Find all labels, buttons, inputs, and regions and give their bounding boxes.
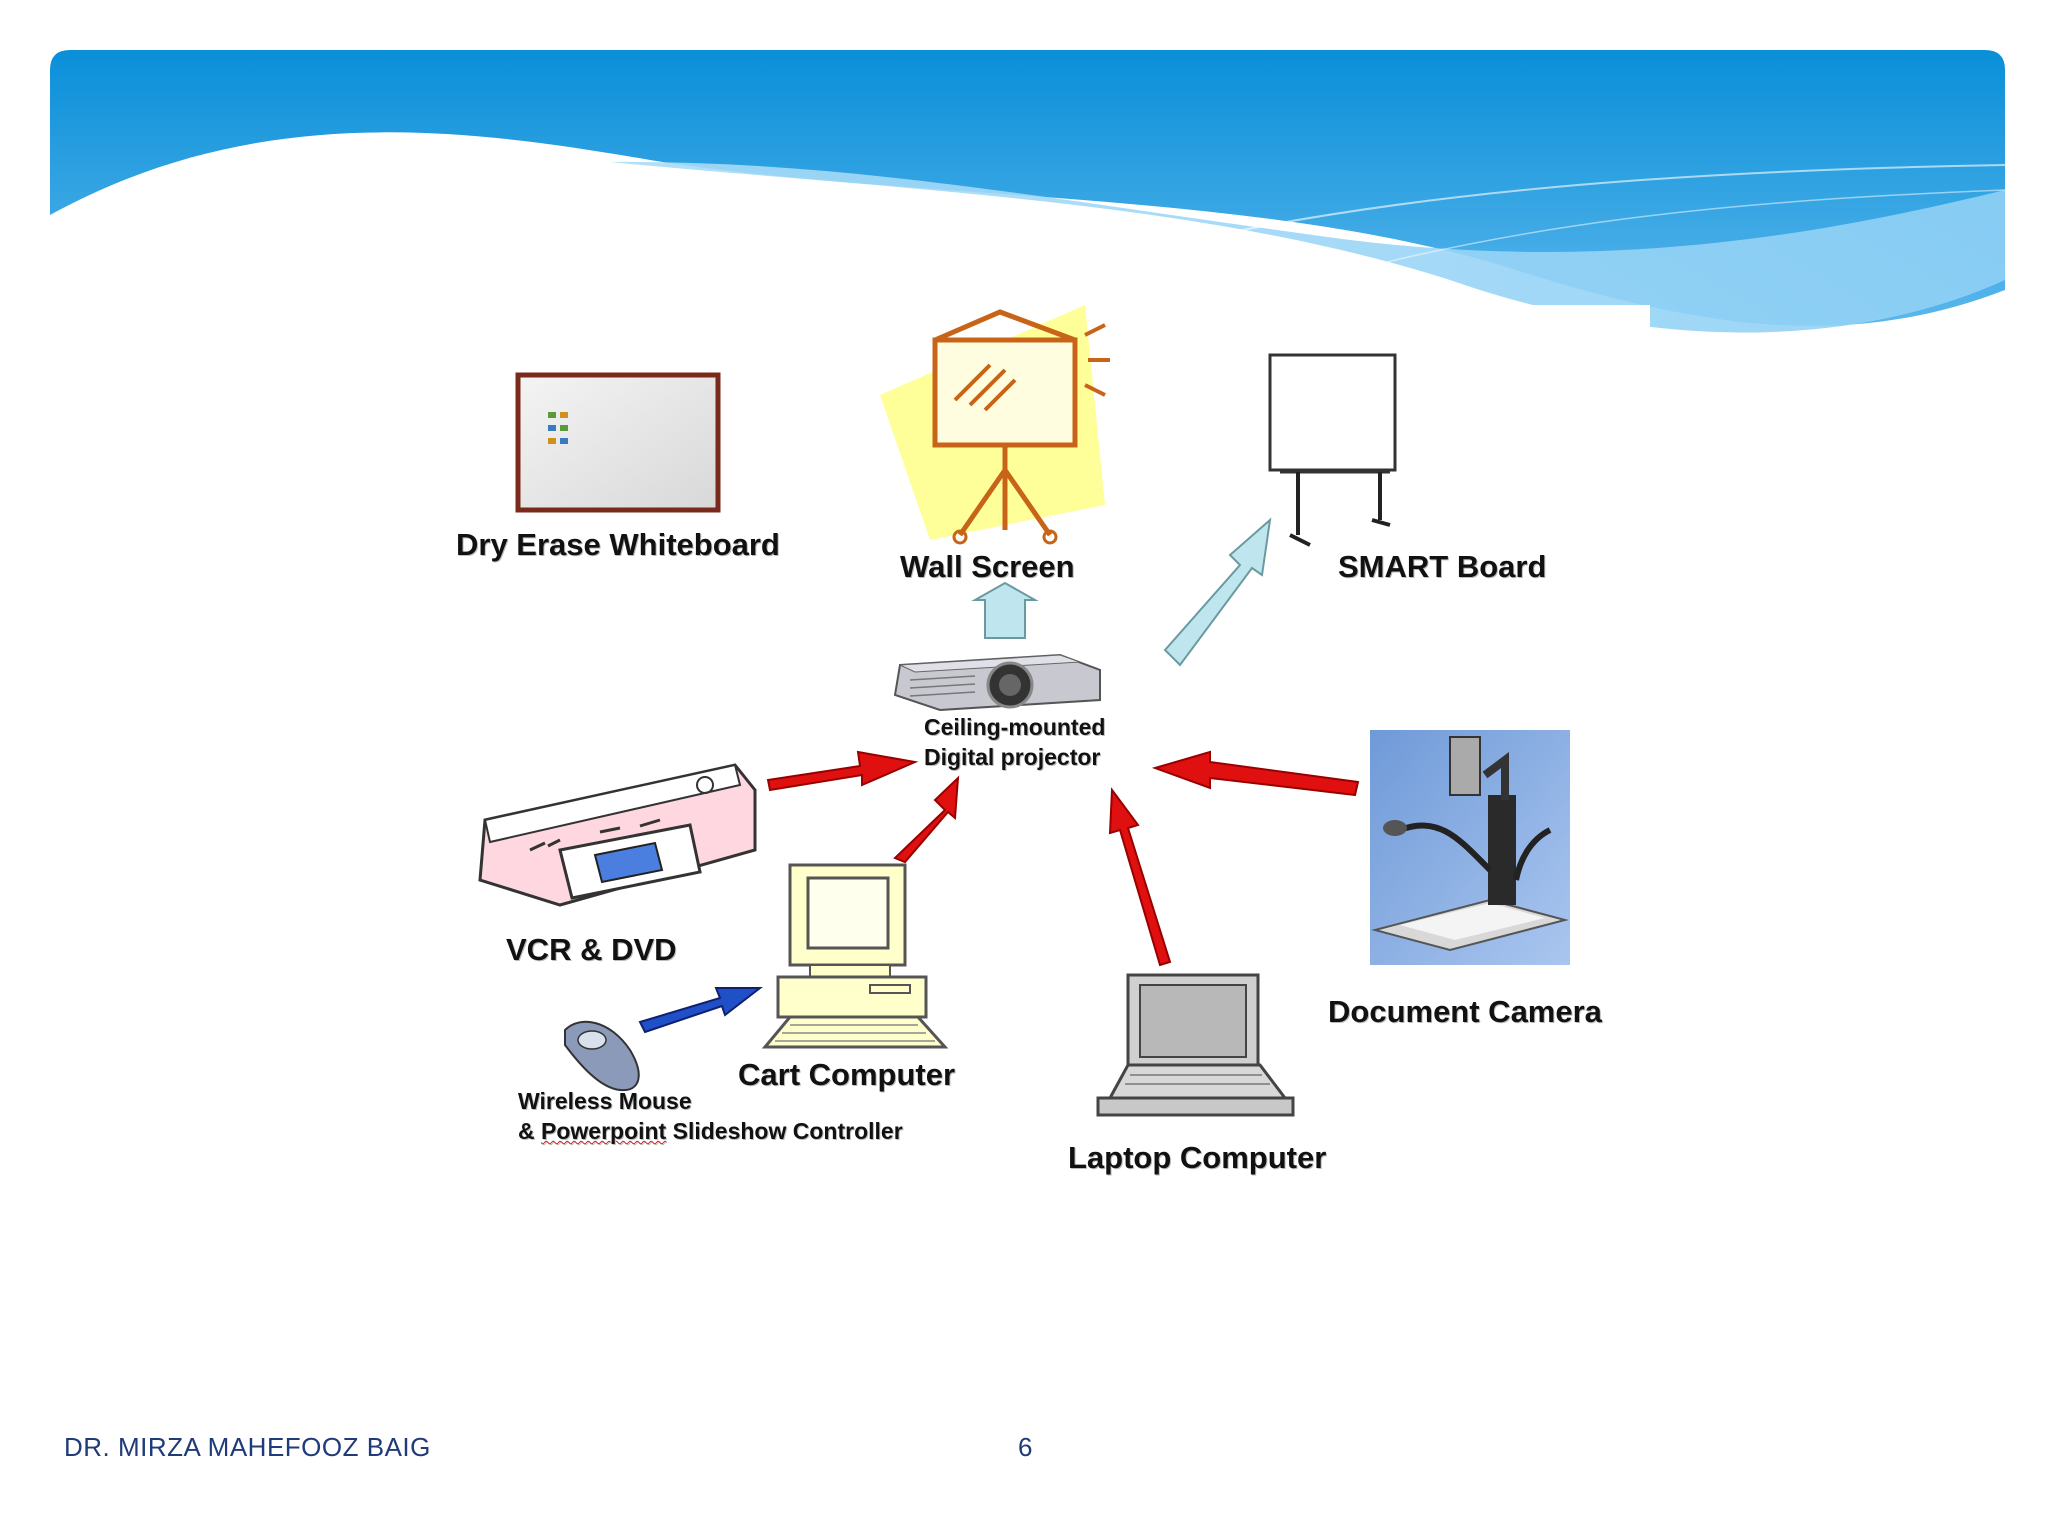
arrow-cart-to-projector [893,775,960,864]
footer-author: DR. MIRZA MAHEFOOZ BAIG [64,1432,431,1462]
label-wireless-mouse-line1: Wireless Mouse [518,1088,692,1114]
wireless-mouse-icon [564,1020,640,1092]
smart-board-icon [1268,353,1397,547]
label-laptop-computer: Laptop Computer [1068,1140,1327,1175]
label-projector-line2: Digital projector [924,744,1101,770]
arrow-laptop-to-projector [1108,787,1172,967]
document-camera-icon [1370,730,1570,965]
desktop-computer-icon [761,863,949,1049]
label-line2-underlined: Powerpoint [541,1118,667,1144]
laptop-icon [1096,973,1295,1117]
label-wall-screen: Wall Screen [900,549,1075,584]
label-line2-suffix: Slideshow Controller [666,1118,903,1144]
arrow-doccam-to-projector [1151,750,1360,797]
header-banner [50,50,2005,355]
arrow-projector-to-smartboard [1163,517,1272,667]
label-wireless-mouse-line2: & Powerpoint Slideshow Controller [518,1116,903,1146]
arrow-mouse-to-computer [638,987,763,1034]
label-dry-erase-whiteboard: Dry Erase Whiteboard [456,527,780,562]
projector-icon [893,653,1101,712]
label-projector-line1: Ceiling-mounted [924,714,1106,740]
label-vcr-dvd: VCR & DVD [506,932,677,967]
label-smart-board: SMART Board [1338,549,1547,584]
label-projector: Ceiling-mounted Digital projector [924,712,1105,772]
arrow-projector-to-screen [971,581,1039,639]
slide-number: 6 [1018,1432,1033,1462]
label-cart-computer: Cart Computer [738,1057,956,1092]
label-line2-prefix: & [518,1118,541,1144]
projection-screen-icon [880,305,1110,545]
label-wireless-mouse: Wireless Mouse & Powerpoint Slideshow Co… [518,1086,903,1146]
label-document-camera: Document Camera [1328,994,1602,1029]
vcr-dvd-icon [478,763,757,907]
whiteboard-icon [515,372,721,513]
arrow-vcr-to-projector [766,750,919,792]
